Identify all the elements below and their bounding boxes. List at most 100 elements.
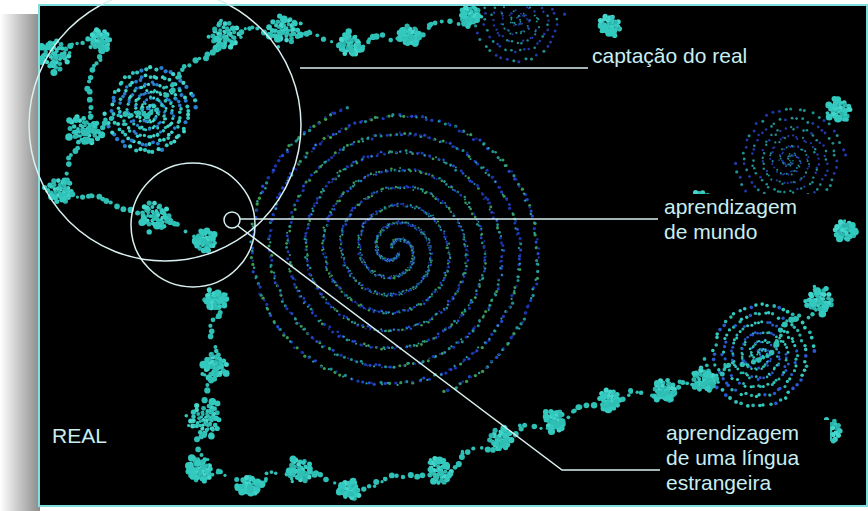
fractal-dot bbox=[405, 149, 408, 152]
fractal-dot bbox=[348, 126, 350, 128]
fractal-dot bbox=[307, 332, 309, 334]
fractal-dot bbox=[426, 240, 427, 241]
fractal-dot bbox=[426, 321, 428, 323]
fractal-dot bbox=[376, 117, 378, 119]
fractal-dot bbox=[427, 359, 430, 362]
fractal-dot bbox=[281, 186, 284, 189]
fractal-dot bbox=[413, 254, 414, 255]
fractal-dot bbox=[369, 364, 372, 367]
fractal-dot bbox=[286, 336, 289, 339]
fractal-dot bbox=[409, 268, 410, 269]
fractal-dot bbox=[442, 280, 444, 282]
fractal-dot bbox=[396, 256, 397, 257]
fractal-dot bbox=[458, 129, 461, 132]
fractal-dot bbox=[344, 264, 346, 266]
fractal-dot bbox=[319, 340, 321, 342]
fractal-dot bbox=[389, 261, 390, 262]
fractal-dot bbox=[414, 256, 415, 257]
fractal-dot bbox=[346, 221, 348, 223]
fractal-dot bbox=[418, 282, 420, 284]
fractal-dot bbox=[294, 286, 296, 288]
fractal-dot bbox=[409, 307, 411, 309]
fractal-dot bbox=[384, 278, 385, 279]
fractal-dot bbox=[277, 159, 280, 162]
fractal-dot bbox=[352, 210, 354, 212]
fractal-dot bbox=[393, 223, 395, 225]
fractal-dot bbox=[308, 224, 310, 226]
fractal-dot bbox=[408, 168, 410, 170]
fractal-dot bbox=[310, 308, 313, 311]
fractal-dot bbox=[450, 165, 452, 167]
fractal-dot bbox=[398, 311, 400, 313]
fractal-dot bbox=[281, 300, 284, 303]
fractal-dot bbox=[419, 229, 421, 231]
fractal-dot bbox=[370, 173, 373, 176]
fractal-dot bbox=[287, 238, 289, 240]
fractal-dot bbox=[300, 295, 302, 297]
fractal-dot bbox=[449, 210, 451, 212]
fractal-dot bbox=[422, 172, 424, 174]
fractal-dot bbox=[330, 213, 333, 216]
fractal-dot bbox=[309, 267, 312, 270]
fractal-dot bbox=[330, 306, 333, 309]
fractal-dot bbox=[456, 290, 458, 292]
fractal-dot bbox=[349, 273, 351, 275]
fractal-dot bbox=[398, 330, 400, 332]
fractal-dot bbox=[391, 245, 392, 246]
fractal-dot bbox=[482, 143, 484, 145]
fractal-dot bbox=[437, 200, 439, 202]
fractal-dot bbox=[377, 153, 379, 155]
fractal-dot bbox=[412, 224, 413, 225]
fractal-dot bbox=[511, 335, 513, 337]
fractal-dot bbox=[400, 133, 403, 136]
fractal-dot bbox=[389, 259, 390, 260]
fractal-dot bbox=[303, 297, 306, 300]
fractal-dot bbox=[416, 323, 418, 325]
fractal-dot bbox=[483, 266, 485, 268]
fractal-dot bbox=[286, 235, 289, 238]
fractal-dot bbox=[308, 178, 310, 180]
fractal-dot bbox=[467, 336, 469, 338]
fractal-dot bbox=[399, 188, 401, 190]
fractal-dot bbox=[351, 163, 353, 165]
fractal-dot bbox=[279, 192, 281, 194]
fractal-dot bbox=[354, 184, 356, 186]
fractal-dot bbox=[404, 223, 405, 224]
fractal-dot bbox=[452, 346, 455, 349]
fractal-dot bbox=[399, 132, 401, 134]
fractal-dot bbox=[339, 335, 341, 337]
fractal-dot bbox=[378, 253, 379, 254]
fractal-dot bbox=[330, 368, 333, 371]
fractal-dot bbox=[349, 210, 351, 212]
fractal-dot bbox=[346, 106, 349, 109]
fractal-dot bbox=[251, 222, 254, 225]
fractal-dot bbox=[271, 229, 273, 231]
fractal-dot bbox=[365, 262, 366, 263]
fractal-dot bbox=[474, 183, 476, 185]
fractal-dot bbox=[416, 344, 419, 347]
fractal-dot bbox=[396, 205, 398, 207]
fractal-dot bbox=[423, 278, 425, 280]
fractal-dot bbox=[413, 325, 415, 327]
fractal-dot bbox=[361, 234, 363, 236]
fractal-dot bbox=[518, 185, 520, 187]
fractal-dot bbox=[292, 275, 294, 277]
fractal-dot bbox=[407, 243, 408, 244]
fractal-dot bbox=[358, 237, 360, 239]
fractal-dot bbox=[480, 234, 482, 236]
fractal-dot bbox=[471, 213, 474, 216]
fractal-dot bbox=[343, 260, 345, 262]
fractal-dot bbox=[388, 152, 390, 154]
fractal-dot bbox=[382, 312, 384, 314]
fractal-dot bbox=[379, 133, 381, 135]
fractal-dot bbox=[374, 363, 377, 366]
fractal-dot bbox=[346, 339, 349, 342]
fractal-dot bbox=[448, 243, 450, 245]
fractal-dot bbox=[396, 240, 397, 241]
fractal-dot bbox=[385, 187, 387, 189]
fractal-dot bbox=[464, 201, 467, 204]
fractal-dot bbox=[392, 246, 393, 247]
fractal-dot bbox=[312, 147, 315, 150]
fractal-dot bbox=[341, 291, 343, 293]
fractal-dot bbox=[454, 189, 457, 192]
